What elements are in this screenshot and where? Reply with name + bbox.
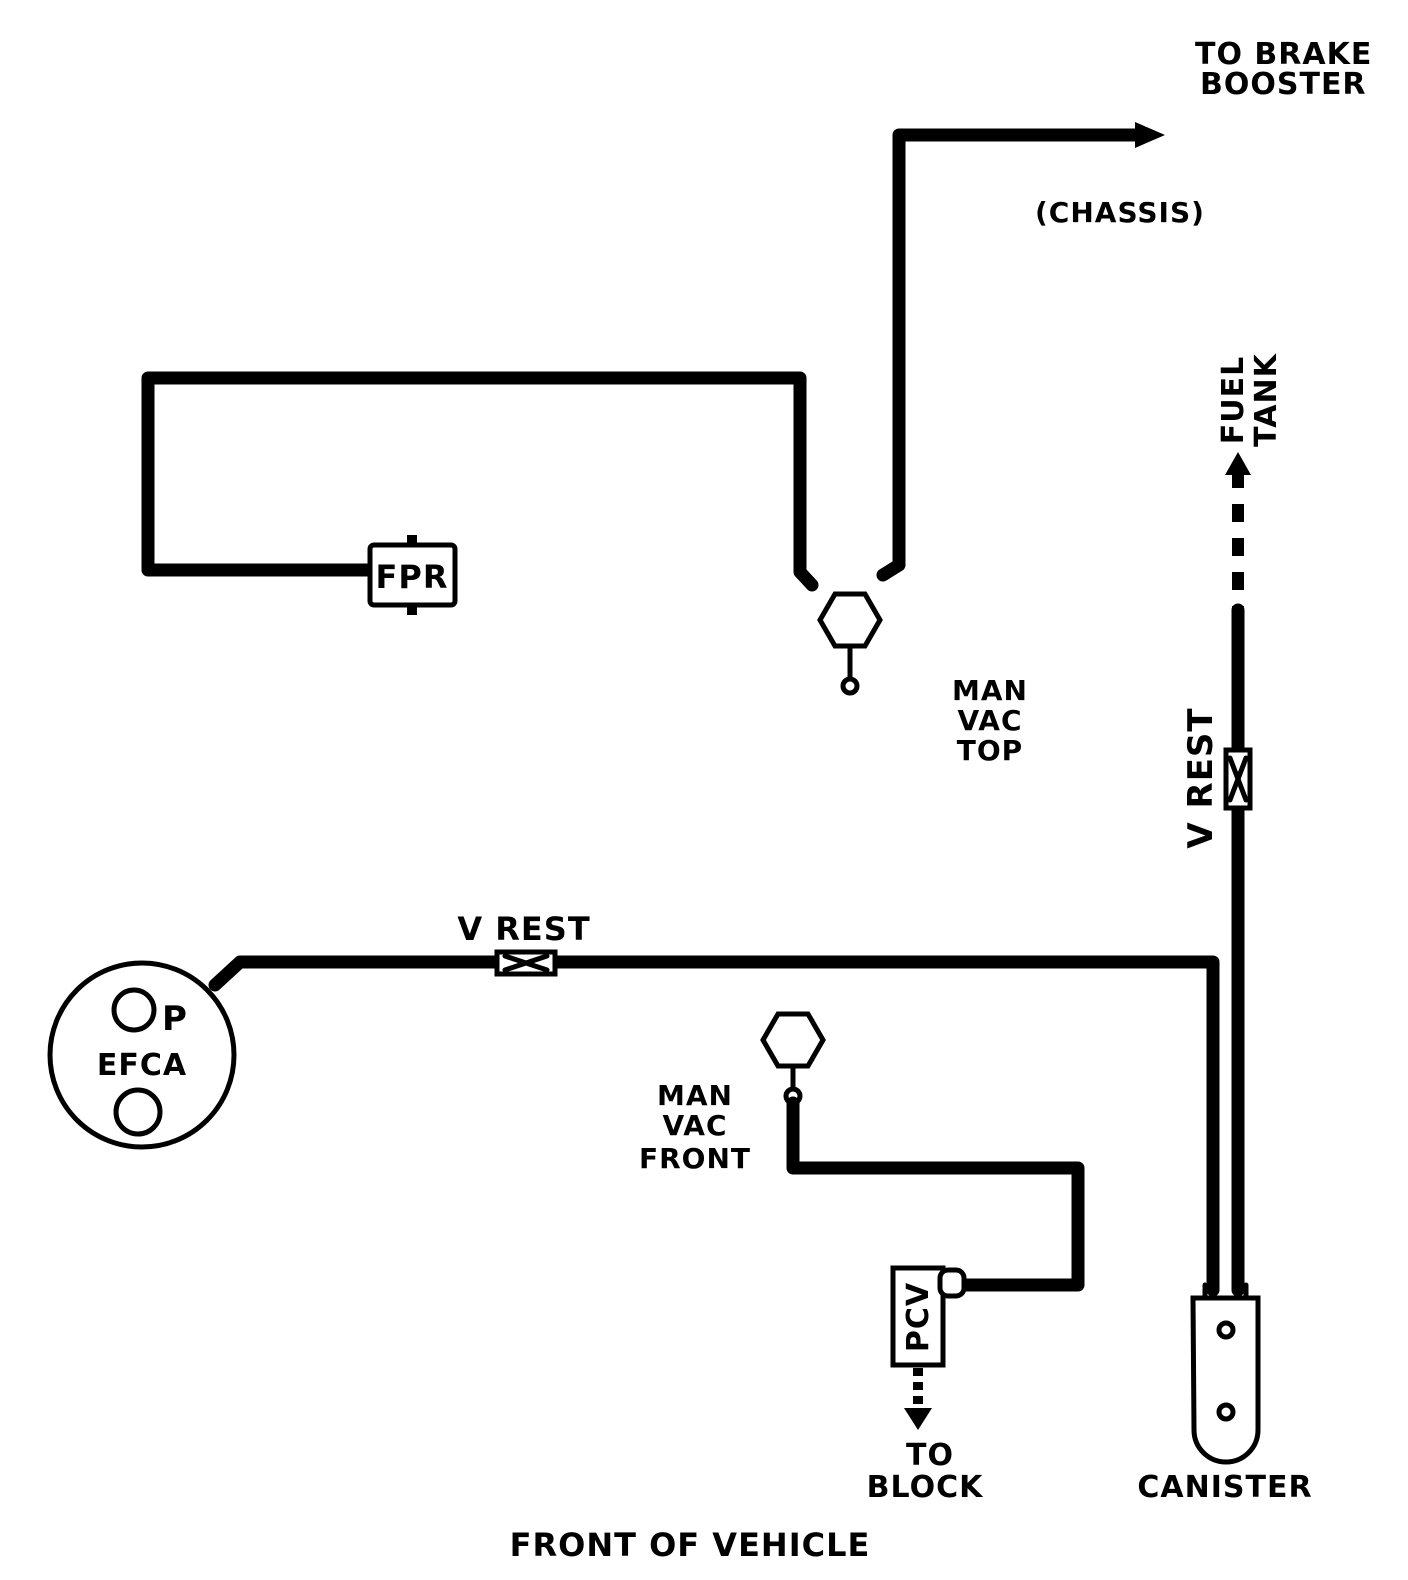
man-vac-front-label-3: FRONT xyxy=(639,1142,751,1175)
man-vac-front-label-1: MAN xyxy=(657,1079,733,1112)
man-vac-top-label-2: VAC xyxy=(958,704,1023,737)
efca-canister-hose xyxy=(208,955,1220,1297)
man-vac-front-label-2: VAC xyxy=(663,1109,728,1142)
to-block-arrow-icon xyxy=(904,1408,932,1430)
tank-label: TANK xyxy=(1249,352,1284,446)
fuel-label: FUEL xyxy=(1216,356,1251,444)
to-block-label-1: TO xyxy=(906,1438,954,1473)
to-brake-booster-label-line2: BOOSTER xyxy=(1200,67,1367,102)
v-rest-vertical-label: V REST xyxy=(1181,707,1221,848)
fpr-hose xyxy=(141,371,819,592)
efca-component xyxy=(47,960,237,1150)
fpr-component: FPR xyxy=(367,535,458,615)
to-block-label-2: BLOCK xyxy=(867,1470,984,1505)
front-of-vehicle-label: FRONT OF VEHICLE xyxy=(510,1526,871,1564)
canister-component xyxy=(1190,1282,1261,1465)
man-vac-top-fitting-icon xyxy=(817,591,883,696)
horizontal-restrictor-icon xyxy=(494,949,558,977)
fpr-label: FPR xyxy=(376,558,449,596)
brake-booster-hose xyxy=(876,122,1165,582)
chassis-label: (CHASSIS) xyxy=(1035,196,1205,229)
man-vac-top-label-3: TOP xyxy=(957,734,1023,767)
brake-booster-arrow-icon xyxy=(1135,122,1165,148)
man-vac-front-fitting-icon xyxy=(760,1011,826,1106)
man-vac-top-label-1: MAN xyxy=(952,674,1028,707)
pcv-component: PCV xyxy=(890,1265,967,1430)
canister-label: CANISTER xyxy=(1137,1470,1312,1505)
efca-p-label: P xyxy=(162,999,188,1039)
pcv-label: PCV xyxy=(901,1282,936,1352)
to-brake-booster-label-line1: TO BRAKE xyxy=(1195,37,1372,72)
fuel-tank-line xyxy=(1225,452,1251,1297)
vertical-restrictor-icon xyxy=(1223,747,1253,811)
efca-label: EFCA xyxy=(97,1048,187,1083)
v-rest-horizontal-label: V REST xyxy=(457,910,590,948)
fuel-tank-arrow-icon xyxy=(1225,452,1251,475)
pcv-hose xyxy=(786,1096,1085,1292)
